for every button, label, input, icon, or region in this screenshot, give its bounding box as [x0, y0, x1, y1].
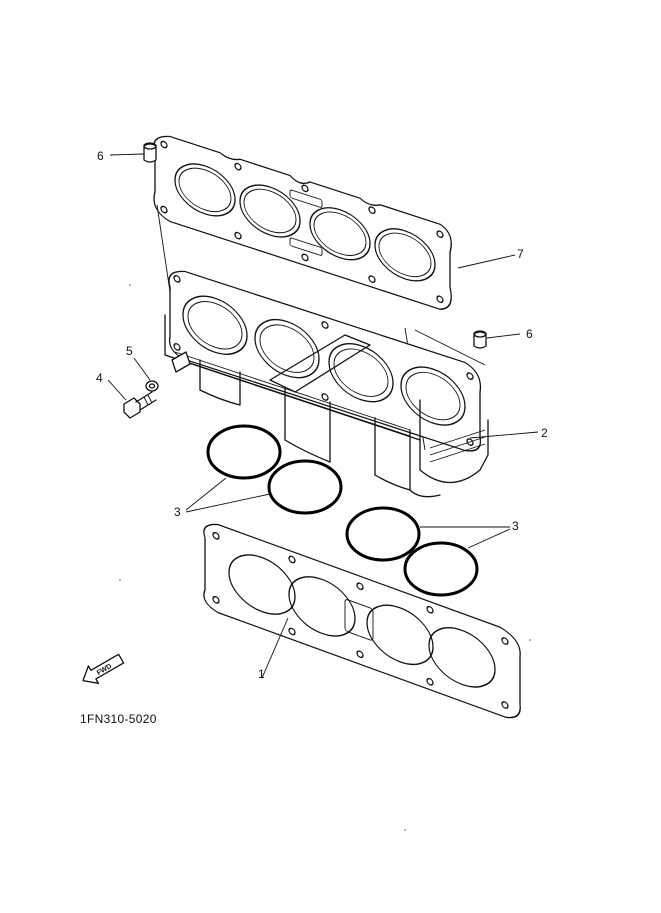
callout-3: 3	[174, 505, 181, 519]
alignment-line	[414, 329, 486, 366]
callout-5: 5	[126, 344, 133, 358]
callout-2: 2	[541, 426, 548, 440]
bolt	[123, 391, 157, 419]
head-gasket-upper	[153, 135, 452, 310]
callout-3: 3	[512, 519, 519, 533]
callout-7: 7	[517, 247, 524, 261]
fwd-label: FWD	[96, 663, 113, 677]
o-ring	[345, 506, 421, 562]
washer	[145, 380, 159, 392]
base-gasket	[203, 523, 521, 719]
callout-1: 1	[258, 667, 265, 681]
callout-6: 6	[526, 327, 533, 341]
callout-4: 4	[96, 371, 103, 385]
dowel-pin-left	[143, 142, 157, 163]
dowel-pin-right	[473, 330, 487, 349]
leader-lines	[107, 153, 539, 679]
o-ring	[267, 459, 343, 515]
diagram-code: 1FN310-5020	[80, 712, 157, 726]
o-ring	[206, 424, 282, 480]
o-ring	[403, 541, 479, 597]
cylinder-block	[164, 270, 489, 498]
fwd-arrow-icon: FWD	[82, 653, 125, 684]
callout-6: 6	[97, 149, 104, 163]
